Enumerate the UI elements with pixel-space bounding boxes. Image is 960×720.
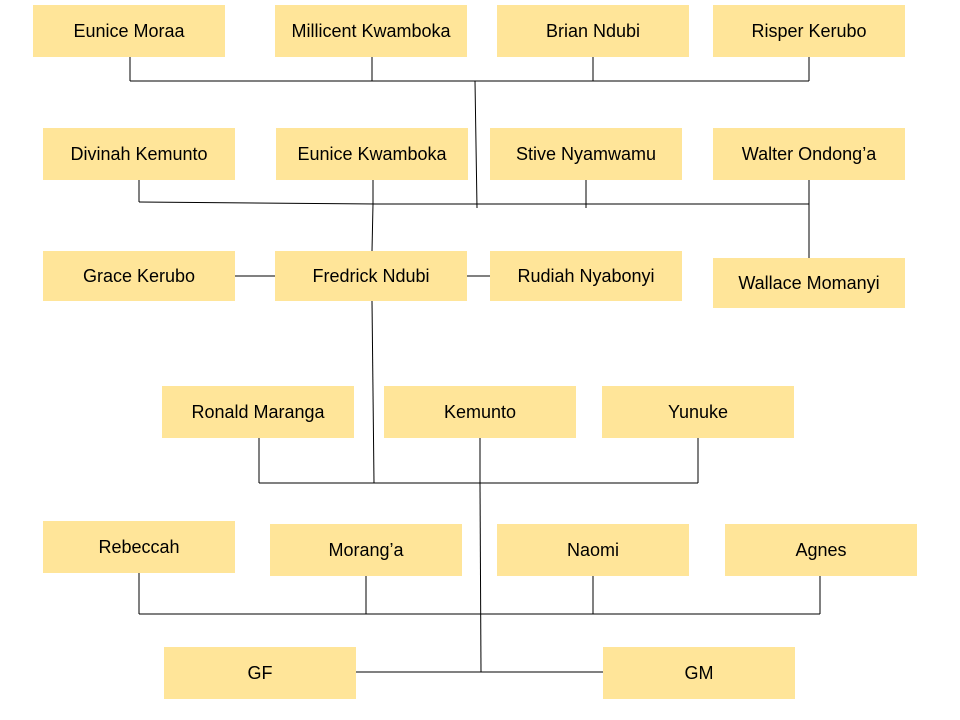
node-grace-kerubo[interactable]: Grace Kerubo: [43, 251, 235, 301]
node-divinah-kemunto[interactable]: Divinah Kemunto: [43, 128, 235, 180]
node-millicent-kwamboka[interactable]: Millicent Kwamboka: [275, 5, 467, 57]
node-naomi[interactable]: Naomi: [497, 524, 689, 576]
node-stive-nyamwamu[interactable]: Stive Nyamwamu: [490, 128, 682, 180]
node-yunuke[interactable]: Yunuke: [602, 386, 794, 438]
node-fredrick-ndubi[interactable]: Fredrick Ndubi: [275, 251, 467, 301]
node-rebeccah[interactable]: Rebeccah: [43, 521, 235, 573]
node-gm[interactable]: GM: [603, 647, 795, 699]
connector-line: [371, 203, 374, 252]
node-risper-kerubo[interactable]: Risper Kerubo: [713, 5, 905, 57]
node-agnes[interactable]: Agnes: [725, 524, 917, 576]
connector-line: [479, 482, 482, 673]
connector-line: [371, 300, 375, 484]
node-gf[interactable]: GF: [164, 647, 356, 699]
node-moranga[interactable]: Morang’a: [270, 524, 462, 576]
node-rudiah-nyabonyi[interactable]: Rudiah Nyabonyi: [490, 251, 682, 301]
node-eunice-kwamboka[interactable]: Eunice Kwamboka: [276, 128, 468, 180]
node-ronald-maranga[interactable]: Ronald Maranga: [162, 386, 354, 438]
node-eunice-moraa[interactable]: Eunice Moraa: [33, 5, 225, 57]
node-walter-ondonga[interactable]: Walter Ondong’a: [713, 128, 905, 180]
node-kemunto[interactable]: Kemunto: [384, 386, 576, 438]
node-wallace-momanyi[interactable]: Wallace Momanyi: [713, 258, 905, 308]
node-brian-ndubi[interactable]: Brian Ndubi: [497, 5, 689, 57]
connector-line: [138, 201, 377, 205]
connector-line: [474, 80, 478, 209]
